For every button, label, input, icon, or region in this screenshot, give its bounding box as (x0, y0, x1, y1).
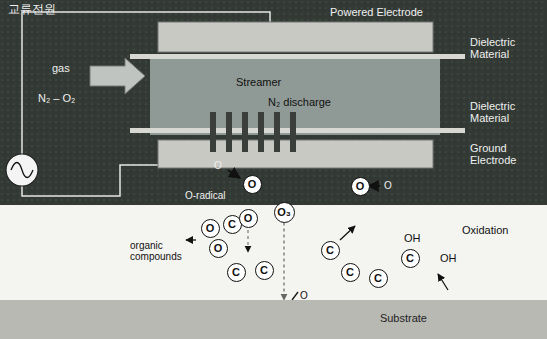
node-text: O₃ (277, 206, 291, 218)
particle-circle: O (239, 209, 258, 228)
node-text: O (248, 178, 257, 190)
node-text: O (206, 222, 215, 234)
text-label: Dielectric Material (470, 36, 542, 60)
particle-circle: C (401, 249, 420, 268)
node-text: C (374, 272, 382, 284)
particle-circle: O (201, 219, 220, 238)
particle-circle: O (351, 177, 370, 196)
text-label: Powered Electrode (330, 6, 423, 18)
dashed-arrow (283, 223, 284, 301)
node-text: C (406, 252, 414, 264)
particle-circle: C (341, 263, 360, 282)
text-label: Dielectric Material (470, 100, 542, 124)
particle-circle: C (321, 241, 340, 260)
text-label: N₂ discharge (268, 96, 331, 108)
node-text: O (244, 212, 253, 224)
text-label: 교류전원 (8, 3, 56, 16)
text-label: O (384, 180, 392, 191)
text-label: N₂ – O₂ (38, 92, 75, 104)
text-label: Oxidation (462, 224, 508, 236)
particle-circle: C (369, 269, 388, 288)
ac-symbol (11, 163, 33, 178)
text-label: OH (404, 232, 421, 244)
node-text: Substrate (380, 312, 427, 324)
dark-panel (0, 0, 547, 205)
node-text: O (214, 242, 223, 254)
node-text: C (228, 218, 236, 230)
dielectric-bottom (130, 128, 465, 133)
particle-circle: O₃ (274, 202, 295, 223)
node-text: C (346, 266, 354, 278)
text-label: Streamer (236, 76, 281, 88)
particle-circle: O (243, 175, 262, 194)
light-ground (0, 205, 547, 300)
powered-electrode (158, 22, 433, 52)
text-label: O (214, 160, 222, 171)
node-text: O (356, 180, 365, 192)
substrate-band: Substrate (0, 300, 547, 339)
text-label: OH (440, 252, 457, 264)
text-label: Ground Electrode (470, 142, 542, 166)
particle-circle: C (255, 261, 274, 280)
reaction-arrows (186, 226, 448, 300)
text-label: organic compounds (130, 240, 192, 262)
dielectric-top (130, 54, 465, 59)
node-text: C (260, 264, 268, 276)
ac-source (6, 154, 38, 186)
node-text: C (326, 244, 334, 256)
node-text: C (232, 266, 240, 278)
particle-circle: O (209, 239, 228, 258)
text-label: gas (52, 62, 70, 74)
falling-arrows (247, 230, 248, 252)
text-label: O-radical (185, 190, 226, 201)
particle-circle: C (227, 263, 246, 282)
streamer-channels (210, 112, 296, 152)
gas-inlet-arrow (90, 58, 145, 94)
